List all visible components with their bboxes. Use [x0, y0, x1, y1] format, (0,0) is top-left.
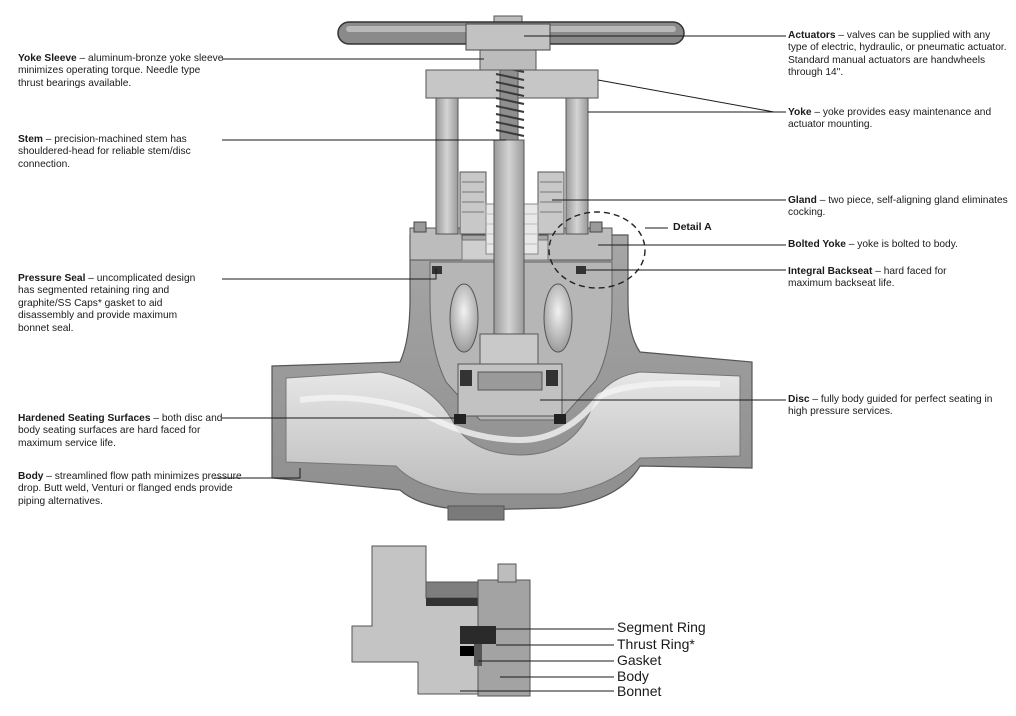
callout-title: Actuators: [788, 30, 836, 41]
disc: [454, 363, 566, 424]
callout-text: two piece, self-aligning gland eliminate…: [788, 195, 1008, 219]
callout-hardened-seating: Hardened Seating Surfaces – both disc an…: [18, 413, 223, 449]
callout-text: aluminum-bronze yoke sleeve minimizes op…: [18, 53, 224, 89]
callout-bolted-yoke: Bolted Yoke – yoke is bolted to body.: [788, 239, 958, 250]
callout-title: Gland: [788, 195, 817, 206]
callout-yoke: Yoke – yoke provides easy maintenance an…: [788, 107, 992, 131]
callout-text: both disc and body seating surfaces are …: [18, 413, 223, 449]
callout-title: Bolted Yoke: [788, 239, 846, 250]
callout-text: valves can be supplied with any type of …: [788, 30, 1007, 79]
callout-title: Yoke Sleeve: [18, 53, 77, 64]
detail-a-circle: [548, 211, 646, 289]
legend-thrust-ring: Thrust Ring*: [617, 636, 695, 652]
callout-title: Integral Backseat: [788, 266, 873, 277]
callout-text: hard faced for maximum backseat life.: [788, 266, 947, 290]
callout-text: precision-machined stem has shouldered-h…: [18, 134, 191, 170]
callout-title: Disc: [788, 394, 810, 405]
yoke-bolts: [413, 221, 603, 233]
callout-text: fully body guided for perfect seating in…: [788, 394, 993, 418]
callout-pressure-seal: Pressure Seal – uncomplicated design has…: [18, 273, 196, 334]
callout-disc: Disc – fully body guided for perfect sea…: [788, 394, 993, 418]
legend-body: Body: [617, 668, 649, 684]
callout-title: Body: [18, 471, 44, 482]
callout-title: Hardened Seating Surfaces: [18, 413, 151, 424]
callout-text: uncomplicated design has segmented retai…: [18, 273, 196, 334]
callout-text: yoke is bolted to body.: [857, 239, 958, 250]
callout-gland: Gland – two piece, self-aligning gland e…: [788, 195, 1008, 219]
callout-stem: Stem – precision-machined stem has shoul…: [18, 134, 191, 170]
detail-a-label: Detail A: [673, 221, 712, 233]
callout-integral-backseat: Integral Backseat – hard faced for maxim…: [788, 266, 947, 290]
callout-text: yoke provides easy maintenance and actua…: [788, 107, 992, 131]
legend-segment-ring: Segment Ring: [617, 619, 706, 635]
callout-title: Yoke: [788, 107, 812, 118]
detail-a-inset: [351, 545, 531, 697]
legend-gasket: Gasket: [617, 652, 662, 668]
callout-body: Body – streamlined flow path minimizes p…: [18, 471, 242, 507]
callout-yoke-sleeve: Yoke Sleeve – aluminum-bronze yoke sleev…: [18, 53, 224, 89]
callout-actuators: Actuators – valves can be supplied with …: [788, 30, 1007, 79]
handwheel: [337, 21, 685, 51]
callout-title: Stem: [18, 134, 43, 145]
leader-lines: [214, 35, 786, 479]
callout-text: streamlined flow path minimizes pressure…: [18, 471, 242, 507]
callout-title: Pressure Seal: [18, 273, 86, 284]
detail-a-leaders: [460, 628, 614, 692]
legend-bonnet: Bonnet: [617, 683, 662, 699]
